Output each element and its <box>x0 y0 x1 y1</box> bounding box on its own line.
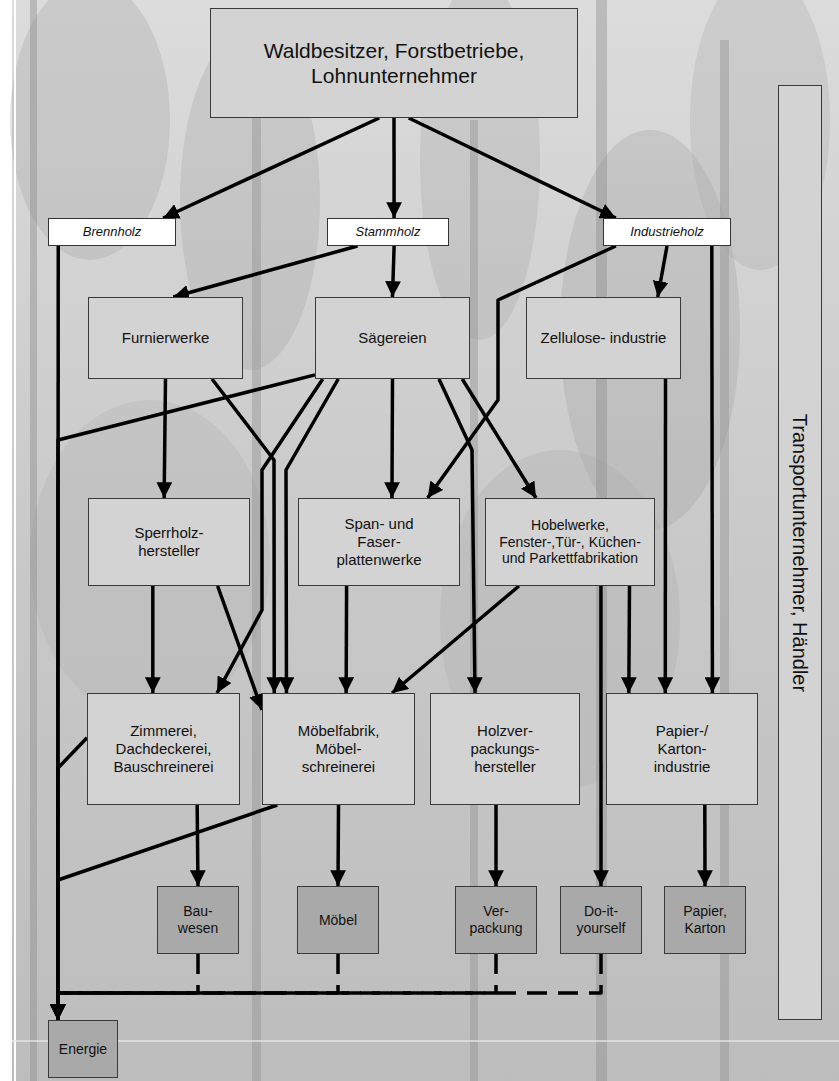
flow-arrow <box>710 246 714 693</box>
flow-arrow <box>58 954 601 1020</box>
box-label: Sägereien <box>358 329 426 347</box>
box-label: Zimmerei, Dachdeckerei, Bauschreinerei <box>94 722 234 776</box>
flow-tag: Brennholz <box>48 218 176 246</box>
box-label: Span- und Faser- plattenwerke <box>324 515 434 569</box>
process-box: Möbelfabrik, Möbel- schreinerei <box>262 693 415 805</box>
flow-arrow <box>173 246 357 297</box>
side-band: Transportunternehmer, Händler <box>778 85 822 1020</box>
tree-trunk <box>30 0 37 1081</box>
process-box: Sperrholz- hersteller <box>88 498 250 586</box>
flow-arrow <box>151 586 155 693</box>
flow-arrow <box>494 805 498 886</box>
flow-arrow <box>703 805 707 886</box>
box-label: Stammholz <box>355 224 420 240</box>
process-box: Zimmerei, Dachdeckerei, Bauschreinerei <box>87 693 240 805</box>
flow-arrow <box>409 118 616 218</box>
flow-tag: Stammholz <box>327 218 449 246</box>
box-label: Do-it- yourself <box>567 903 635 937</box>
box-label: Sperrholz- hersteller <box>104 524 234 560</box>
flow-arrow <box>462 379 536 498</box>
box-label: Industrieholz <box>630 224 704 240</box>
process-box: Papier-/ Karton- industrie <box>606 693 758 805</box>
box-label: Möbel <box>319 912 357 929</box>
product-box: Do-it- yourself <box>560 886 642 954</box>
box-label: Papier-/ Karton- industrie <box>635 722 730 776</box>
flow-arrow <box>58 805 277 1020</box>
flow-arrow <box>599 586 603 886</box>
box-label: Energie <box>59 1041 107 1058</box>
margin-line <box>14 0 16 1081</box>
flow-arrow <box>58 954 198 1020</box>
product-box: Ver- packung <box>455 886 537 954</box>
flow-arrow <box>195 805 199 886</box>
box-label: Möbelfabrik, Möbel- schreinerei <box>284 722 394 776</box>
process-box: Furnierwerke <box>88 297 243 379</box>
box-label: Brennholz <box>83 224 142 240</box>
flow-arrow <box>336 805 340 886</box>
tree-trunk <box>252 60 261 1081</box>
box-label: Ver- packung <box>463 903 529 937</box>
source-box: Waldbesitzer, Forstbetriebe, Lohnunterne… <box>210 8 578 118</box>
flow-arrow <box>58 954 496 1020</box>
product-box: Papier, Karton <box>664 886 746 954</box>
box-label: Hobelwerke, Fenster-,Tür-, Küchen- und P… <box>495 517 645 567</box>
flow-arrow <box>664 379 668 693</box>
flow-arrow <box>393 246 395 297</box>
box-label: Furnierwerke <box>122 329 210 347</box>
tree-crown <box>30 400 270 720</box>
flow-arrow <box>163 118 379 218</box>
flow-arrow <box>58 954 338 1020</box>
product-box: Möbel <box>297 886 379 954</box>
box-label: Zellulose- industrie <box>541 329 667 347</box>
product-box: Energie <box>48 1020 118 1078</box>
box-label: Waldbesitzer, Forstbetriebe, Lohnunterne… <box>219 38 569 88</box>
process-box: Holzver- packungs- hersteller <box>430 693 580 805</box>
process-box: Span- und Faser- plattenwerke <box>298 498 460 586</box>
flow-arrow <box>392 586 519 693</box>
box-label: Bau- wesen <box>166 903 230 937</box>
process-box: Sägereien <box>315 297 470 379</box>
process-box: Zellulose- industrie <box>526 297 681 379</box>
flow-arrow <box>392 118 396 218</box>
ground-line <box>12 1040 839 1042</box>
box-label: Papier, Karton <box>672 903 738 937</box>
flow-arrow <box>658 246 667 297</box>
flow-arrow <box>218 586 262 710</box>
flow-arrow <box>390 379 394 498</box>
process-box: Hobelwerke, Fenster-,Tür-, Küchen- und P… <box>485 498 655 586</box>
product-box: Bau- wesen <box>157 886 239 954</box>
box-label: Holzver- packungs- hersteller <box>458 722 553 776</box>
flow-tag: Industrieholz <box>603 218 731 246</box>
flow-arrow <box>164 379 165 498</box>
box-label: Transportunternehmer, Händler <box>788 413 812 691</box>
flow-arrow <box>344 586 348 693</box>
flow-arrow <box>627 586 631 693</box>
